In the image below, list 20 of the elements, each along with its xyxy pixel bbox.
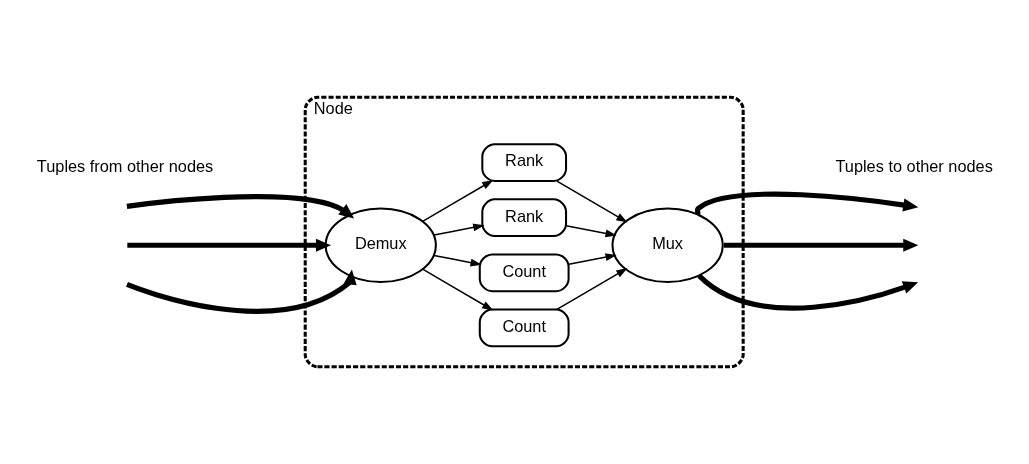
arrow: [564, 224, 617, 238]
node-box: Count: [478, 253, 570, 293]
arrow: [697, 273, 918, 311]
node-box: Count: [478, 308, 570, 348]
arrow: [723, 238, 918, 252]
arrow: [555, 180, 628, 223]
arrow: [567, 253, 617, 266]
node-box: Rank: [480, 143, 567, 182]
arrow: [432, 223, 484, 236]
label: Tuples from other nodes: [36, 156, 213, 175]
label: Tuples to other nodes: [834, 156, 993, 175]
arrow: [126, 238, 331, 252]
arrow: [432, 254, 482, 267]
node-ellipse: Mux: [610, 207, 724, 284]
arrow: [126, 194, 354, 219]
node-box: Rank: [480, 198, 567, 238]
arrow: [555, 268, 628, 311]
arrow: [125, 269, 357, 314]
arrow: [421, 180, 493, 223]
arrow: [421, 268, 493, 311]
